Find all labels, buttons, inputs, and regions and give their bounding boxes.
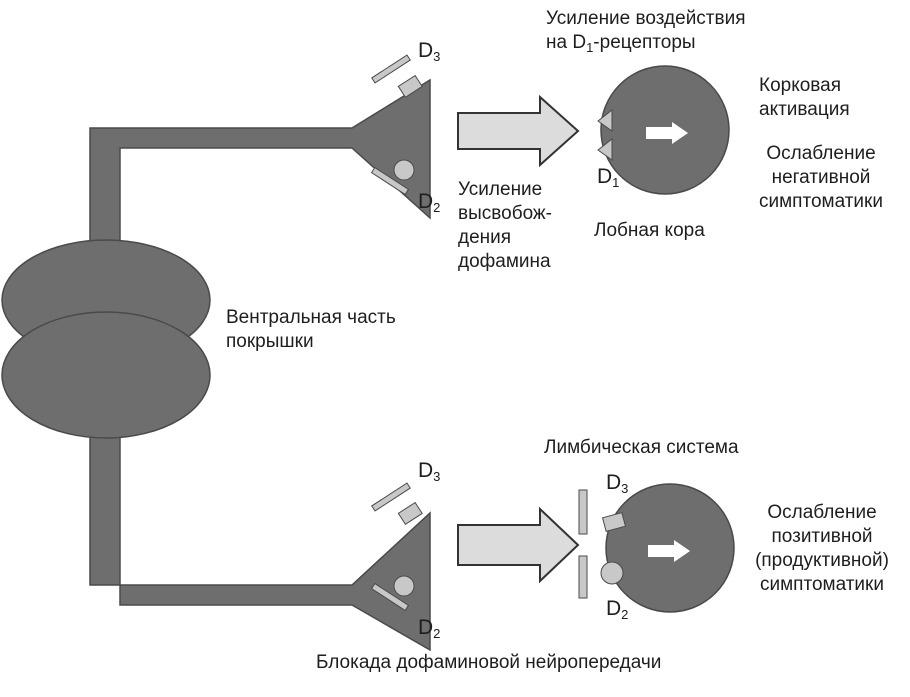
limbic-system-label: Лимбическая система: [544, 437, 739, 458]
upper-terminal-d3-bar: [371, 54, 411, 84]
limbic-bar-upper: [578, 489, 588, 535]
frontal-cortex-label: Лобная кора: [594, 220, 705, 241]
lower-terminal-d2-bar: [370, 582, 410, 612]
ventral-tegmental-label: Вентральная часть покрышки: [226, 307, 396, 352]
limbic-d2-circle: [600, 561, 624, 585]
lower-terminal-d2-circle: [393, 575, 415, 597]
lower-terminal-d3-bar: [371, 482, 411, 512]
cortical-activation-label: Корковая активация: [759, 75, 850, 120]
frontal-d1-receptor-lower: [597, 137, 613, 161]
frontal-d1-receptor-upper: [597, 108, 613, 132]
block-arrow-right-icon: [457, 94, 580, 168]
limbic-d2-label: D2: [606, 597, 629, 623]
positive-symptoms-label: Ослабление позитивной (продуктивной) сим…: [755, 502, 889, 595]
upper-terminal-d3-block: [397, 74, 423, 99]
limbic-d3-label: D3: [606, 471, 629, 497]
lower-d3-label: D3: [418, 459, 441, 485]
white-arrow-right-icon: [646, 122, 688, 144]
dopamine-release-label: Усиление высвобож- дения дофамина: [458, 179, 552, 272]
upper-d3-label: D3: [418, 39, 441, 65]
neural-pathway: [89, 78, 431, 652]
negative-symptoms-label: Ослабление негативной симптоматики: [759, 143, 883, 212]
lower-d2-label: D2: [418, 616, 441, 642]
block-arrow-right-icon: [457, 506, 580, 584]
d1-enhance-label: Усиление воздействия на D1-рецепторы: [546, 8, 746, 55]
frontal-d1-label: D1: [597, 165, 620, 191]
upper-d2-label: D2: [418, 190, 441, 216]
vta-lower-ellipse: [1, 311, 211, 439]
limbic-bar-lower: [578, 555, 588, 599]
limbic-d3-block: [601, 512, 627, 532]
upper-terminal-d2-circle: [393, 159, 415, 181]
blockade-label: Блокада дофаминовой нейропередачи: [316, 652, 662, 673]
lower-terminal-d3-block: [397, 501, 423, 526]
upper-terminal-d2-bar: [370, 166, 410, 196]
white-arrow-right-icon: [648, 540, 690, 562]
